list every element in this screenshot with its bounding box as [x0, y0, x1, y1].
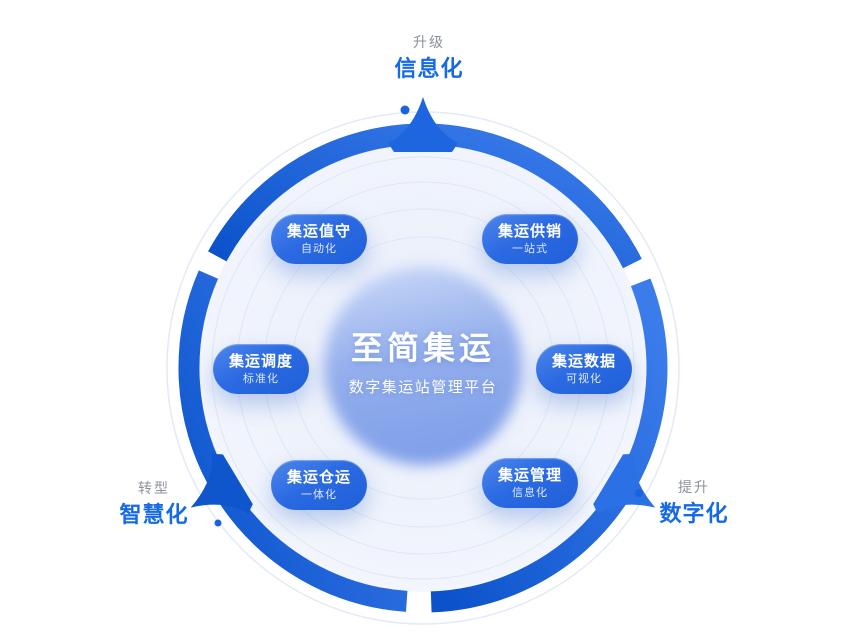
center-platform: 至简集运 数字集运站管理平台: [273, 328, 573, 397]
direction-label-bottom-right: 提升 数字化: [629, 479, 759, 529]
platform-subtitle: 数字集运站管理平台: [348, 378, 498, 396]
module-pill-diaodu: 集运调度 标准化: [213, 344, 309, 394]
direction-action: 升级: [413, 35, 445, 51]
module-feature: 信息化: [512, 486, 548, 499]
dot-bottom-left: [214, 519, 222, 527]
arrow-bottom-left-icon: [190, 453, 253, 514]
direction-action: 提升: [678, 480, 710, 496]
module-pill-guanli: 集运管理 信息化: [482, 458, 578, 508]
module-feature: 一站式: [512, 242, 548, 255]
platform-title: 至简集运: [350, 329, 495, 367]
module-name: 集运供销: [497, 222, 562, 240]
module-pill-cangyun: 集运仓运 一体化: [271, 460, 367, 510]
module-pill-shuju: 集运数据 可视化: [536, 344, 632, 394]
module-name: 集运数据: [551, 352, 616, 370]
module-feature: 一体化: [301, 488, 337, 501]
direction-label-bottom-left: 转型 智慧化: [89, 480, 219, 530]
module-pill-gongxiao: 集运供销 一站式: [482, 214, 578, 264]
direction-result: 信息化: [394, 57, 464, 82]
direction-result: 数字化: [659, 502, 729, 527]
arrow-up-icon: [388, 97, 458, 152]
center-blob: [324, 267, 522, 465]
module-name: 集运管理: [497, 466, 562, 484]
direction-action: 转型: [138, 481, 170, 497]
module-feature: 标准化: [243, 372, 279, 385]
module-name: 集运仓运: [286, 468, 351, 486]
module-feature: 可视化: [566, 372, 602, 385]
module-name: 集运值守: [286, 222, 351, 240]
dot-top: [400, 105, 410, 115]
arrow-bottom-right-icon: [593, 453, 656, 514]
module-feature: 自动化: [301, 242, 337, 255]
module-pill-zhishou: 集运值守 自动化: [271, 214, 367, 264]
direction-label-top: 升级 信息化: [364, 34, 494, 84]
module-name: 集运调度: [228, 352, 293, 370]
dot-bottom-right: [635, 489, 643, 497]
direction-result: 智慧化: [119, 503, 189, 528]
